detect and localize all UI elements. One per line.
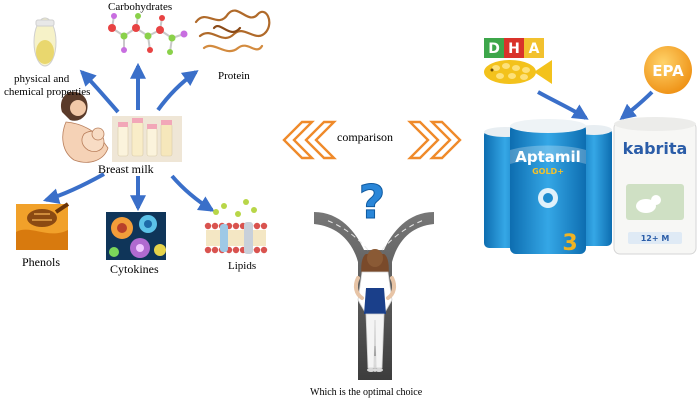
label-lipids: Lipids	[228, 260, 257, 272]
arrow-to-physical	[79, 69, 120, 114]
svg-text:?: ?	[359, 175, 386, 229]
aptamil-can-front: Aptamil GOLD+ 3	[510, 119, 586, 256]
svg-text:A: A	[529, 41, 540, 57]
svg-text:H: H	[508, 41, 520, 57]
label-phenols: Phenols	[22, 255, 61, 269]
lipid-membrane-icon	[204, 199, 268, 254]
arrow-to-lipids	[170, 174, 215, 212]
protein-structure-icon	[194, 9, 271, 53]
arrow-epa-to-formula	[619, 90, 654, 120]
breast-milk-bottles-photo	[112, 116, 182, 162]
comparison-left-chevrons	[282, 120, 337, 160]
question-mark-icon: ?	[358, 175, 386, 230]
svg-text:Aptamil: Aptamil	[515, 148, 581, 166]
composition-arrows	[42, 62, 215, 212]
svg-text:3: 3	[562, 231, 577, 256]
kabrita-formula-can: kabrita 12+ M	[613, 117, 697, 255]
carbohydrate-molecule-icon	[108, 13, 188, 55]
label-physical-line1: physical and	[14, 73, 70, 85]
arrow-to-phenols	[42, 172, 105, 204]
label-carbohydrates: Carbohydrates	[108, 1, 173, 13]
svg-text:D: D	[488, 41, 500, 57]
test-tube-icon	[33, 17, 57, 67]
label-physical-line2: chemical properties	[4, 86, 91, 98]
svg-text:EPA: EPA	[652, 62, 684, 80]
svg-text:GOLD+: GOLD+	[532, 167, 564, 176]
label-protein: Protein	[218, 70, 250, 82]
arrow-to-protein	[156, 70, 199, 112]
arrow-dha-to-formula	[537, 90, 589, 120]
woman-figure-illustration	[353, 249, 397, 372]
mother-baby-illustration	[60, 91, 109, 163]
comparison-right-chevrons	[407, 120, 462, 160]
epa-badge: EPA	[644, 46, 692, 94]
dha-blocks-badge: D H A	[484, 38, 544, 58]
svg-text:kabrita: kabrita	[623, 139, 688, 158]
phenols-honey-icon	[16, 202, 70, 250]
fish-oil-capsules-icon	[484, 60, 552, 84]
svg-text:12+ M: 12+ M	[641, 234, 670, 243]
label-cytokines: Cytokines	[110, 262, 159, 276]
label-optimal-choice: Which is the optimal choice	[310, 387, 423, 398]
label-breast-milk: Breast milk	[98, 162, 154, 176]
aptamil-formula-cans: Aptamil GOLD+ 3	[484, 119, 612, 256]
cytokines-cells-icon	[106, 212, 166, 260]
label-comparison: comparison	[337, 130, 393, 144]
